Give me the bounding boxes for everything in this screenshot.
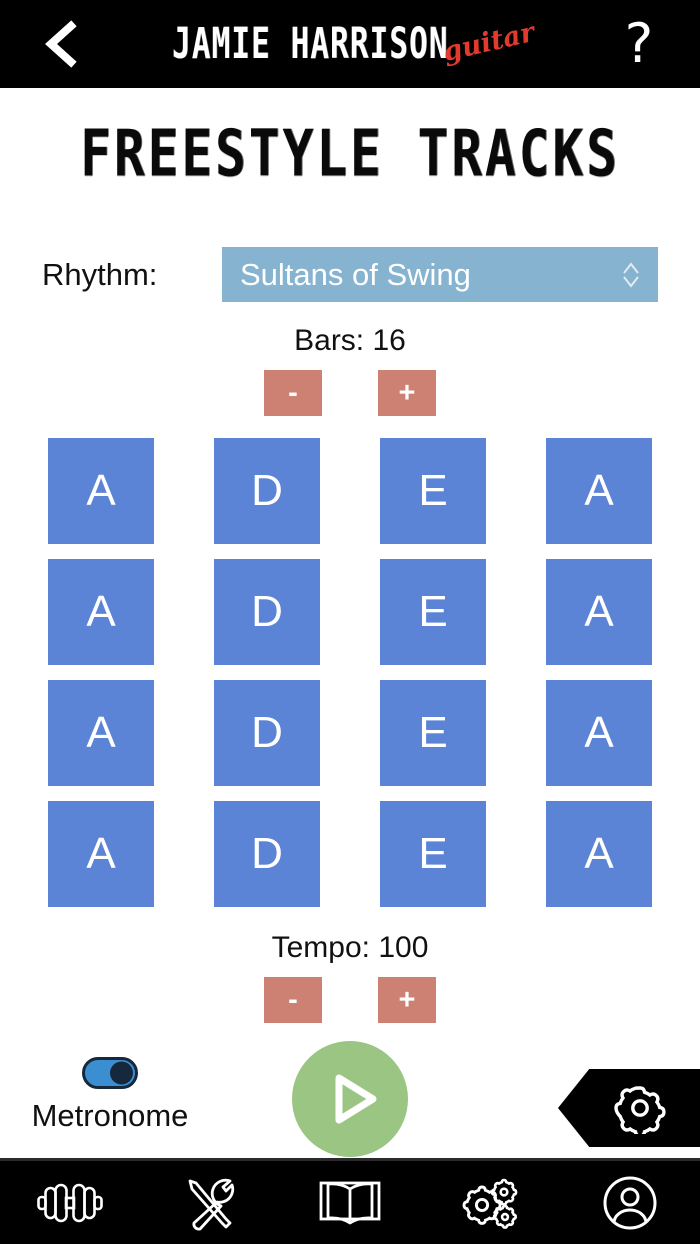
chord-cell[interactable]: E bbox=[380, 680, 486, 786]
tempo-increment-button[interactable]: + bbox=[378, 977, 436, 1023]
chord-cell[interactable]: A bbox=[546, 801, 652, 907]
brand-subtitle: guitar bbox=[439, 16, 538, 68]
gears-icon bbox=[459, 1175, 521, 1231]
rhythm-select[interactable]: Sultans of Swing bbox=[222, 247, 658, 302]
brand-name: JAMIE HARRISON bbox=[172, 19, 449, 69]
chord-cell[interactable]: A bbox=[546, 559, 652, 665]
dumbbell-icon bbox=[37, 1179, 103, 1227]
back-button[interactable] bbox=[34, 17, 88, 71]
tempo-buttons: - + bbox=[0, 977, 700, 1023]
chord-cell[interactable]: E bbox=[380, 559, 486, 665]
metronome-label: Metronome bbox=[31, 1098, 189, 1133]
chord-cell[interactable]: A bbox=[546, 438, 652, 544]
metronome-control: Metronome bbox=[24, 1057, 196, 1134]
chord-cell[interactable]: E bbox=[380, 438, 486, 544]
chord-cell[interactable]: A bbox=[48, 680, 154, 786]
chord-cell[interactable]: D bbox=[214, 438, 320, 544]
bars-increment-button[interactable]: + bbox=[378, 370, 436, 416]
tempo-stepper: Tempo: 100 - + bbox=[0, 931, 700, 1023]
chord-cell[interactable]: D bbox=[214, 680, 320, 786]
top-bar: JAMIE HARRISON guitar ? bbox=[0, 0, 700, 88]
chord-cell[interactable]: A bbox=[546, 680, 652, 786]
page-title: FREESTYLE TRACKS bbox=[80, 116, 620, 191]
play-icon bbox=[319, 1068, 381, 1130]
metronome-toggle[interactable] bbox=[82, 1057, 138, 1089]
nav-item-lessons[interactable] bbox=[305, 1168, 395, 1238]
rhythm-selected-value: Sultans of Swing bbox=[240, 256, 471, 292]
toggle-knob bbox=[110, 1061, 133, 1085]
bars-label: Bars: 16 bbox=[294, 324, 406, 357]
nav-item-settings[interactable] bbox=[445, 1168, 535, 1238]
nav-item-workouts[interactable] bbox=[25, 1168, 115, 1238]
bars-stepper: Bars: 16 - + bbox=[0, 324, 700, 416]
brand-logo: JAMIE HARRISON guitar bbox=[160, 17, 540, 69]
tempo-label: Tempo: 100 bbox=[271, 931, 429, 964]
open-book-icon bbox=[319, 1177, 381, 1229]
help-button[interactable]: ? bbox=[612, 17, 666, 71]
chord-cell[interactable]: A bbox=[48, 559, 154, 665]
rhythm-label: Rhythm: bbox=[42, 256, 158, 292]
tempo-decrement-button[interactable]: - bbox=[264, 977, 322, 1023]
chord-cell[interactable]: A bbox=[48, 801, 154, 907]
chord-cell[interactable]: E bbox=[380, 801, 486, 907]
chord-cell[interactable]: A bbox=[48, 438, 154, 544]
nav-item-account[interactable] bbox=[585, 1168, 675, 1238]
settings-tab-button[interactable] bbox=[558, 1069, 700, 1147]
tools-icon bbox=[182, 1175, 238, 1231]
chord-cell[interactable]: D bbox=[214, 559, 320, 665]
transport-controls: Metronome bbox=[0, 1041, 700, 1191]
chevron-left-icon bbox=[41, 20, 81, 68]
chord-cell[interactable]: D bbox=[214, 801, 320, 907]
nav-item-tools[interactable] bbox=[165, 1168, 255, 1238]
bars-buttons: - + bbox=[0, 370, 700, 416]
gear-icon bbox=[614, 1082, 666, 1134]
question-mark-icon: ? bbox=[624, 12, 654, 75]
play-button[interactable] bbox=[292, 1041, 408, 1157]
bars-decrement-button[interactable]: - bbox=[264, 370, 322, 416]
chevron-updown-icon bbox=[620, 260, 642, 290]
rhythm-row: Rhythm: Sultans of Swing bbox=[0, 247, 700, 302]
account-icon bbox=[602, 1175, 658, 1231]
bottom-nav bbox=[0, 1158, 700, 1244]
